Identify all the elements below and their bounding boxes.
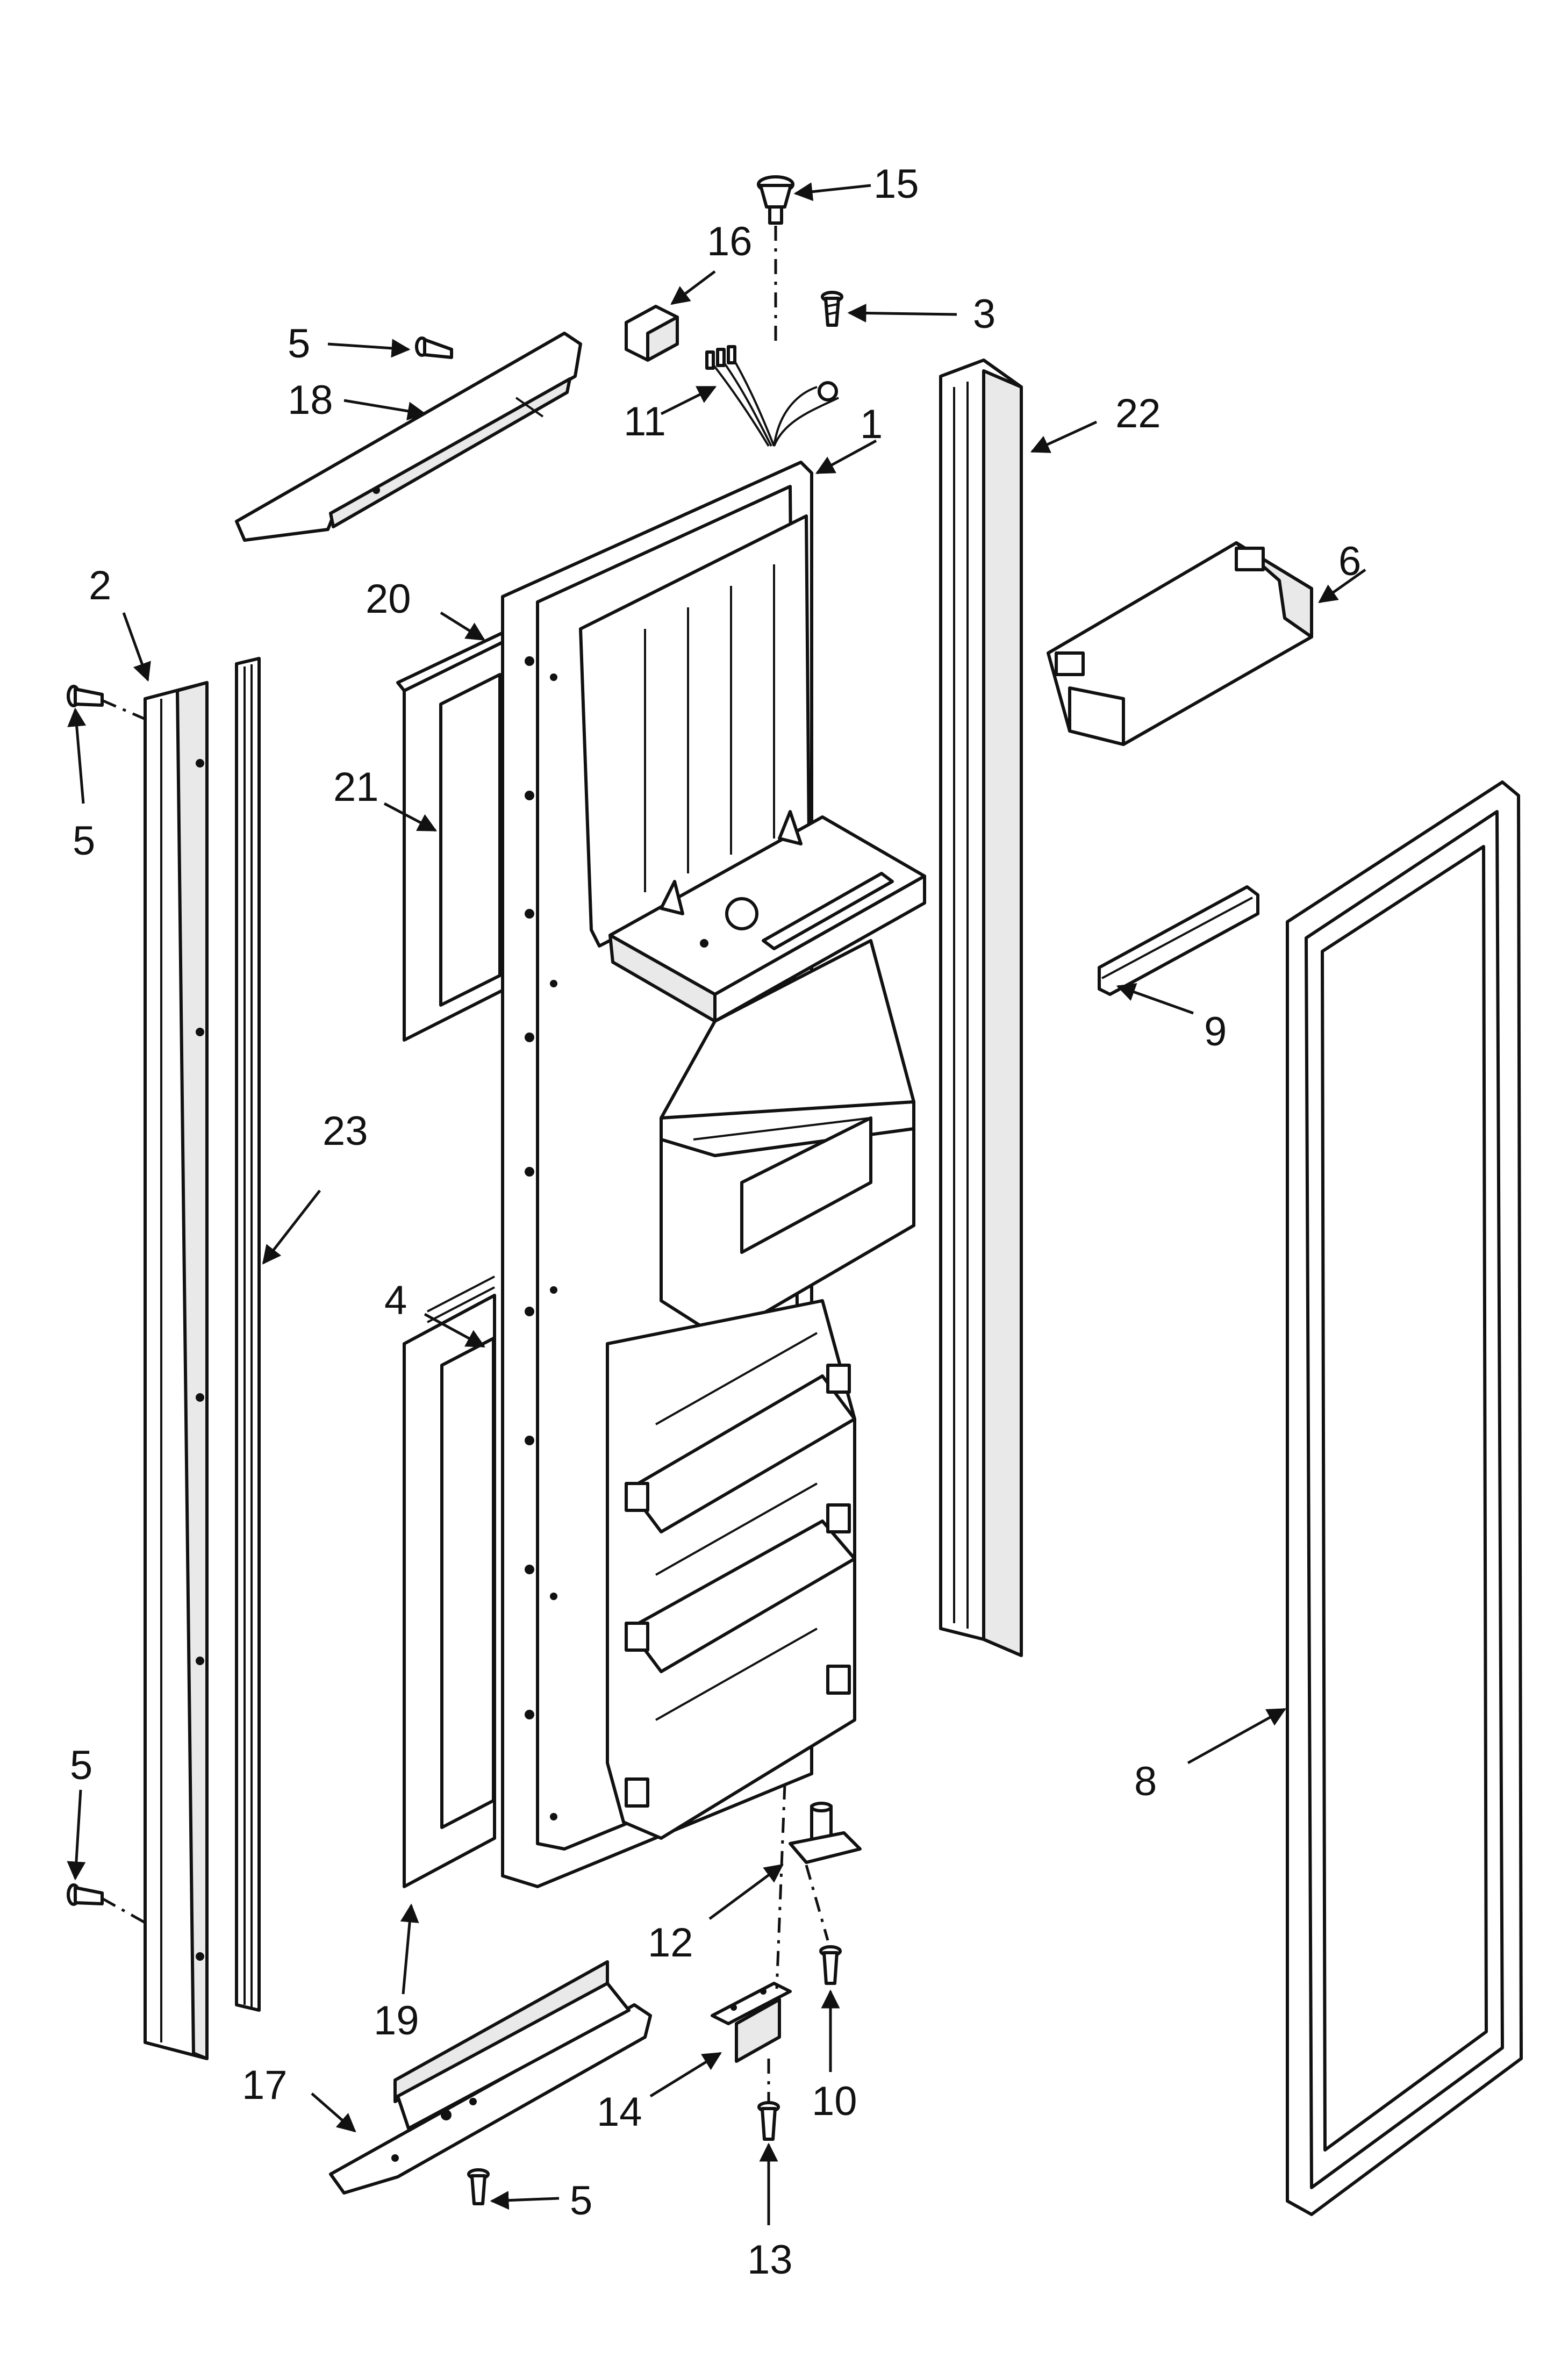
wiring-harness-part bbox=[705, 345, 839, 447]
callout-3: 3 bbox=[973, 291, 995, 337]
callout-13: 13 bbox=[747, 2237, 793, 2283]
light-socket-part bbox=[757, 175, 794, 225]
callout-2: 2 bbox=[89, 563, 111, 608]
callout-11: 11 bbox=[624, 399, 666, 445]
callout-10: 10 bbox=[812, 2078, 857, 2124]
callout-6: 6 bbox=[1338, 539, 1361, 584]
callout-8: 8 bbox=[1134, 1759, 1157, 1804]
leader-arrows bbox=[67, 182, 1366, 2225]
callout-18: 18 bbox=[288, 377, 333, 423]
hinge-part bbox=[711, 1982, 792, 2063]
lower-panel-part bbox=[403, 1275, 496, 1888]
callout-5-left-upper: 5 bbox=[73, 818, 95, 864]
wire-connector-part bbox=[625, 305, 679, 362]
alignment-lines bbox=[101, 226, 829, 2102]
channel-part bbox=[1098, 885, 1259, 996]
callout-20: 20 bbox=[366, 576, 411, 622]
screw-part-3 bbox=[821, 291, 843, 327]
callout-19: 19 bbox=[374, 1998, 419, 2044]
callout-1: 1 bbox=[860, 402, 883, 447]
screw-part-5-left-lower bbox=[67, 1883, 104, 1906]
screw-part-5-left-upper bbox=[67, 685, 104, 707]
callout-5-left-lower: 5 bbox=[70, 1743, 92, 1788]
callout-17: 17 bbox=[242, 2062, 288, 2108]
callout-16: 16 bbox=[707, 219, 753, 264]
top-cap-part bbox=[235, 332, 582, 542]
right-trim-part bbox=[939, 359, 1023, 1657]
left-trim-part bbox=[144, 681, 209, 2060]
door-handle-part bbox=[1047, 541, 1313, 746]
callout-21: 21 bbox=[333, 764, 379, 810]
callout-9: 9 bbox=[1204, 1009, 1227, 1055]
callout-4: 4 bbox=[384, 1278, 407, 1323]
narrow-strip-part bbox=[235, 657, 261, 2012]
callout-5-top: 5 bbox=[288, 321, 310, 367]
callout-14: 14 bbox=[597, 2089, 642, 2135]
screw-part-10 bbox=[819, 1945, 842, 1985]
callout-12: 12 bbox=[648, 1920, 693, 1966]
callout-22: 22 bbox=[1115, 391, 1161, 436]
callout-5-bottom: 5 bbox=[570, 2178, 592, 2224]
upper-panel-part bbox=[396, 630, 510, 1042]
callout-15: 15 bbox=[873, 161, 919, 207]
hinge-pin-part bbox=[789, 1802, 862, 1864]
screw-part-5-bottom bbox=[467, 2168, 490, 2205]
screw-part-5-top bbox=[415, 336, 453, 359]
bottom-cap-part bbox=[329, 1960, 652, 2195]
door-gasket-part bbox=[1286, 780, 1523, 2216]
door-liner-part bbox=[501, 461, 926, 1888]
callout-23: 23 bbox=[323, 1108, 368, 1154]
callout-labels: 15 16 3 5 18 11 1 22 6 2 20 21 5 9 23 4 … bbox=[70, 161, 1361, 2283]
screw-part-13 bbox=[757, 2101, 780, 2141]
